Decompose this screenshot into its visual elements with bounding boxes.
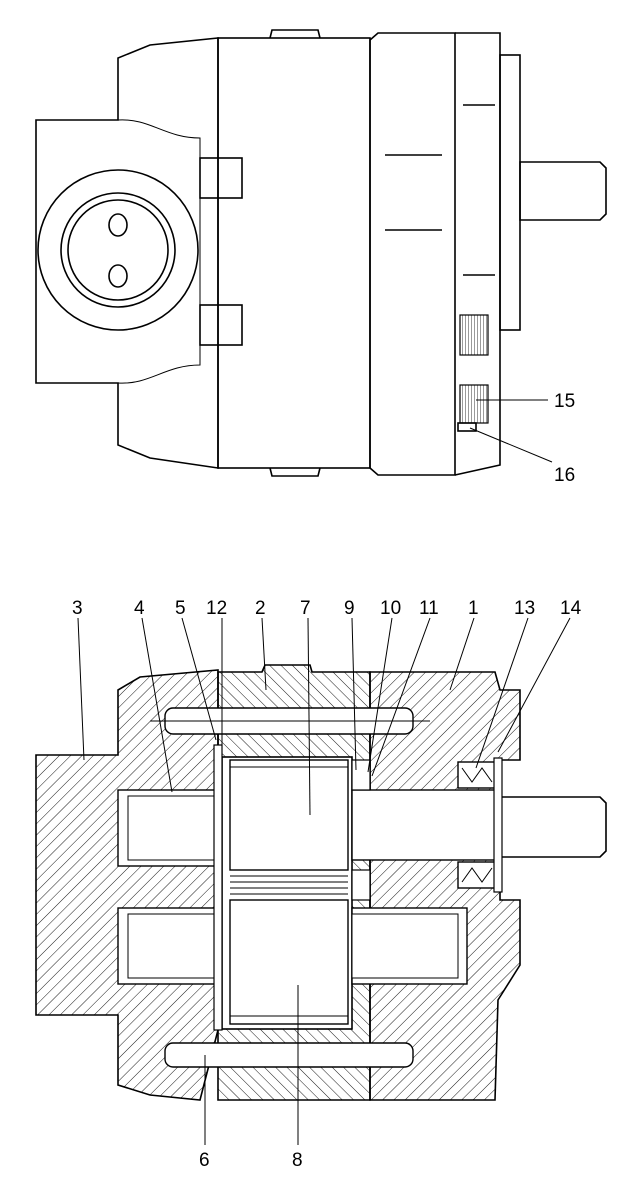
body-bottom-lug	[269, 467, 321, 477]
rear-cover-outline	[35, 37, 219, 469]
leader-16	[469, 427, 553, 463]
top-view: 15 16	[35, 29, 607, 486]
port-hole-lower	[108, 264, 128, 288]
port-hole-upper	[108, 213, 128, 237]
knurled-plug-lower	[459, 384, 489, 424]
label-4: 4	[134, 598, 145, 619]
section-view: 3 4 5 12 2 7 9 10 11 1 13 14 6 8	[35, 598, 607, 1171]
label-12: 12	[206, 598, 227, 619]
side-plate-left	[213, 744, 223, 1031]
label-9: 9	[344, 598, 355, 619]
label-6: 6	[199, 1150, 210, 1171]
label-8: 8	[292, 1150, 303, 1171]
label-2: 2	[255, 598, 266, 619]
bolt-head-upper	[199, 157, 243, 199]
label-7: 7	[300, 598, 311, 619]
leader-9	[351, 617, 357, 771]
rear-port-outer	[37, 169, 199, 331]
knurled-plug-upper	[459, 314, 489, 356]
lower-right-bushing	[351, 913, 459, 979]
plug-seal	[457, 422, 477, 432]
lower-left-bushing	[127, 913, 219, 979]
drive-shaft-end	[499, 796, 607, 858]
front-body-outline	[369, 32, 456, 476]
label-13: 13	[514, 598, 535, 619]
rear-port-inner	[67, 199, 169, 301]
rear-port-ring	[60, 192, 176, 308]
leader-13	[475, 617, 529, 769]
leader-11	[371, 617, 431, 777]
leader-5	[181, 617, 217, 741]
leader-10	[367, 617, 393, 773]
drive-shaft-inner	[351, 789, 501, 861]
center-body-outline	[217, 37, 371, 469]
seal-lip-upper	[461, 767, 493, 783]
label-10: 10	[380, 598, 401, 619]
label-5: 5	[175, 598, 186, 619]
leader-3	[77, 617, 85, 761]
bolt-head-lower	[199, 304, 243, 346]
driven-gear-8	[229, 899, 349, 1025]
label-1: 1	[468, 598, 479, 619]
retaining-ring-14	[493, 757, 503, 893]
label-14: 14	[560, 598, 582, 619]
lower-dowel-pin	[164, 1042, 414, 1068]
label-11: 11	[419, 598, 439, 619]
body-top-lug	[269, 29, 321, 39]
leader-4	[141, 617, 173, 793]
leader-1	[449, 617, 475, 691]
seal-ring-lower	[351, 869, 371, 901]
label-15: 15	[554, 391, 575, 412]
seal-ring-10	[351, 759, 371, 791]
drive-gear-7	[229, 759, 349, 871]
leader-7	[307, 617, 311, 816]
rear-port-boss	[117, 119, 201, 384]
seal-lip-lower	[461, 867, 493, 883]
leader-2	[261, 617, 267, 691]
label-16: 16	[554, 465, 575, 486]
drive-shaft	[519, 161, 607, 221]
leader-14	[497, 617, 571, 753]
mount-plate	[499, 54, 521, 331]
upper-left-bushing	[127, 795, 219, 861]
label-3: 3	[72, 598, 83, 619]
